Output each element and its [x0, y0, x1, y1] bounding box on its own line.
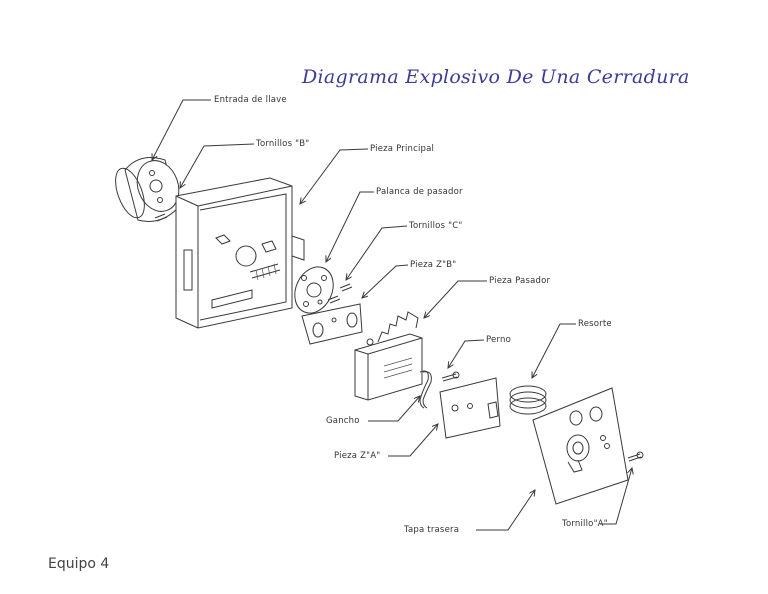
spring-part [509, 385, 547, 415]
bolt-lever-part [294, 266, 334, 314]
z-piece-b-part [301, 303, 363, 345]
label-back-cover: Tapa trasera [404, 525, 460, 535]
screws-c-part [327, 283, 353, 304]
z-piece-a-part [439, 377, 501, 439]
hook-part [419, 370, 432, 409]
label-spring: Resorte [578, 319, 612, 329]
bolt-piece-part [354, 311, 423, 401]
label-key-entry: Entrada de llave [214, 95, 287, 105]
diagram-title: Diagrama Explosivo De Una Cerradura [302, 66, 690, 88]
label-pin: Perno [486, 335, 511, 345]
label-main-piece: Pieza Principal [370, 144, 435, 154]
label-z-piece-a: Pieza Z"A" [334, 451, 381, 461]
label-bolt-lever: Palanca de pasador [376, 187, 463, 197]
key-entry-part [115, 157, 180, 222]
label-bolt-piece: Pieza Pasador [489, 276, 551, 286]
team-name: Equipo 4 [48, 556, 110, 572]
label-screws-b: Tornillos "B" [256, 139, 310, 149]
leader-arrows [152, 99, 632, 531]
pin-part [441, 371, 460, 382]
label-screw-a: Tornillo"A" [562, 519, 608, 529]
label-screws-c: Tornillos "C" [409, 221, 463, 231]
main-housing-part [175, 177, 305, 329]
screw-a-part [627, 451, 644, 462]
label-hook: Gancho [326, 416, 360, 426]
label-z-piece-b: Pieza Z"B" [410, 260, 457, 270]
back-cover-part [532, 387, 629, 505]
